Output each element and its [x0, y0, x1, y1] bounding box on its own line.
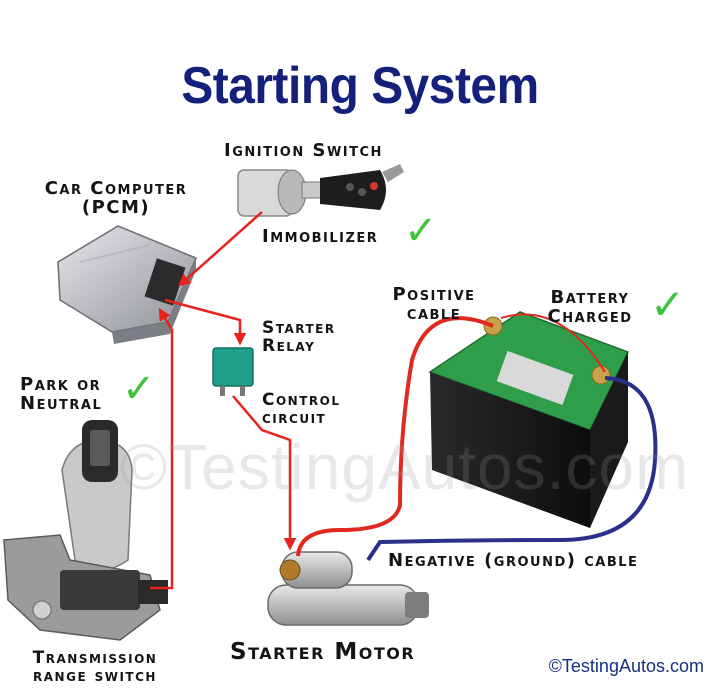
- label-trs-line2: range switch: [33, 665, 157, 686]
- starter-motor-image: [267, 551, 429, 626]
- label-battery-charged-line2: Charged: [547, 305, 633, 327]
- wire-pcm-to-relay: [164, 298, 247, 346]
- label-starter-relay-line1: Starter: [262, 318, 336, 338]
- wire-relay-to-starter: [232, 395, 297, 551]
- pcm-module: [57, 225, 197, 344]
- label-battery-charged-line1: Battery: [550, 287, 630, 308]
- battery-image: [428, 311, 630, 528]
- check-mark-icon: ✓: [650, 280, 686, 329]
- negative-cable: [366, 376, 658, 562]
- positive-cable: [296, 316, 494, 557]
- label-immobilizer: Immobilizer: [262, 226, 379, 247]
- label-park-neutral-line2: Neutral: [20, 392, 103, 414]
- label-car-computer: Car Computer (PCM): [24, 178, 208, 218]
- copyright-notice: ©TestingAutos.com: [548, 656, 704, 676]
- label-starter-relay-line2: Relay: [262, 335, 316, 356]
- wiring: [150, 211, 658, 590]
- label-starter-relay: Starter Relay: [262, 318, 336, 356]
- label-starter-motor: Starter Motor: [230, 639, 416, 665]
- wire-ignition-to-pcm: [178, 211, 263, 287]
- label-park-neutral-line1: Park or: [20, 374, 102, 395]
- label-battery-charged: Battery Charged: [534, 287, 646, 327]
- label-car-computer-line1: Car Computer: [44, 178, 188, 199]
- check-mark-icon: ✓: [122, 366, 156, 412]
- watermark: ©TestingAutos.com: [120, 431, 690, 503]
- label-positive-cable: Positive cable: [378, 284, 490, 324]
- label-control-circuit-line1: Control: [262, 390, 341, 410]
- label-ignition-switch: Ignition Switch: [224, 140, 383, 161]
- check-mark-icon: ✓: [404, 208, 438, 254]
- label-positive-cable-line2: cable: [406, 302, 462, 324]
- label-positive-cable-line1: Positive: [392, 284, 476, 305]
- label-control-circuit-line2: circuit: [262, 407, 327, 428]
- label-car-computer-line2: (PCM): [81, 196, 151, 218]
- label-negative-cable: Negative (ground) cable: [388, 550, 639, 571]
- starter-relay-image: [212, 347, 254, 396]
- label-control-circuit: Control circuit: [262, 390, 341, 428]
- transmission-range-switch-image: [3, 534, 168, 641]
- wire-trs-to-pcm: [150, 307, 174, 590]
- label-transmission-range-switch: Transmission range switch: [6, 648, 184, 686]
- label-trs-line1: Transmission: [32, 648, 158, 668]
- label-park-neutral: Park or Neutral: [20, 374, 103, 414]
- gear-shifter-image: [61, 420, 133, 571]
- ignition-switch-image: [237, 164, 404, 217]
- page-title: Starting System: [181, 57, 539, 115]
